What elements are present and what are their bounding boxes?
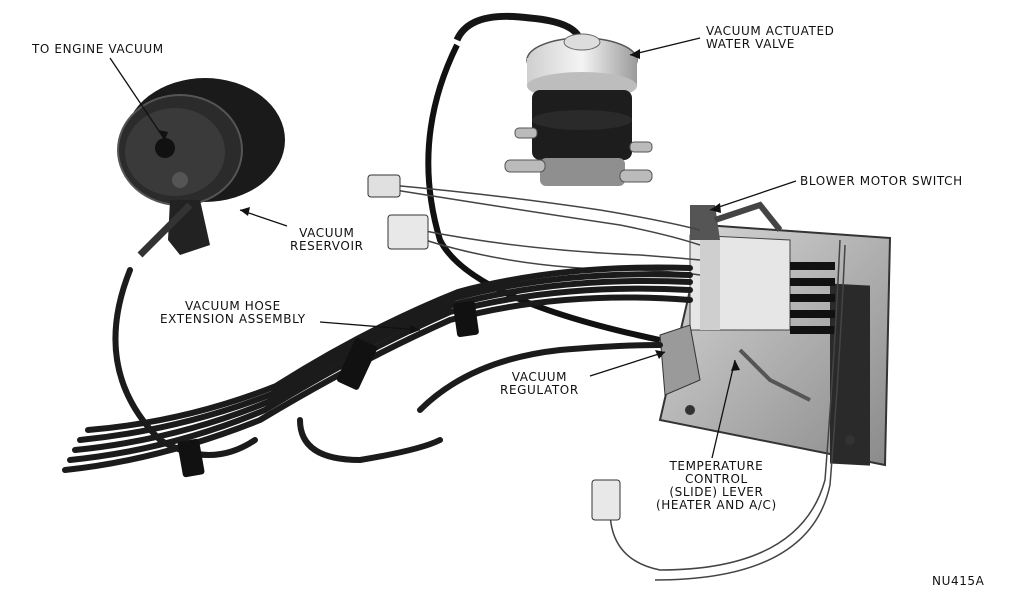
label-line: VACUUM ACTUATED [706, 24, 835, 38]
label-line: BLOWER MOTOR SWITCH [800, 174, 963, 188]
label-line: CONTROL [684, 472, 748, 486]
figure-id-text: NU415A [932, 574, 985, 588]
long-vacuum-hose [425, 43, 661, 343]
label-vacuum-regulator: VACUUM REGULATOR [500, 371, 579, 397]
label-hose-assembly: VACUUM HOSE EXTENSION ASSEMBLY [160, 300, 306, 326]
label-line: VACUUM [511, 370, 568, 384]
vacuum-reservoir-drawing [117, 78, 285, 258]
label-line: REGULATOR [500, 383, 579, 397]
connector-plug-2 [387, 214, 429, 250]
connector-plug-3 [591, 479, 621, 521]
label-line: EXTENSION ASSEMBLY [160, 312, 306, 326]
water-valve-drawing [453, 12, 653, 186]
label-vacuum-reservoir: VACUUM RESERVOIR [290, 227, 364, 253]
label-water-valve: VACUUM ACTUATED WATER VALVE [706, 25, 834, 51]
hose-bundle-drawing [62, 264, 693, 473]
label-line: WATER VALVE [706, 37, 795, 51]
control-panel-drawing [658, 201, 892, 467]
label-temperature-control: TEMPERATURE CONTROL (SLIDE) LEVER (HEATE… [656, 460, 777, 512]
label-line: TEMPERATURE [669, 459, 764, 473]
label-line: (HEATER AND A/C) [656, 498, 777, 512]
leader-arrowheads [158, 49, 740, 371]
label-line: (SLIDE) LEVER [669, 485, 764, 499]
label-to-engine-vacuum: TO ENGINE VACUUM [32, 43, 164, 56]
label-line: VACUUM HOSE [184, 299, 281, 313]
label-line: RESERVOIR [290, 239, 364, 253]
hose-clamps [177, 301, 479, 478]
label-line: TO ENGINE VACUUM [32, 42, 164, 56]
label-line: VACUUM [299, 226, 355, 240]
figure-id: NU415A [932, 575, 984, 588]
connector-plug-1 [367, 174, 401, 198]
label-blower-switch: BLOWER MOTOR SWITCH [800, 175, 963, 188]
